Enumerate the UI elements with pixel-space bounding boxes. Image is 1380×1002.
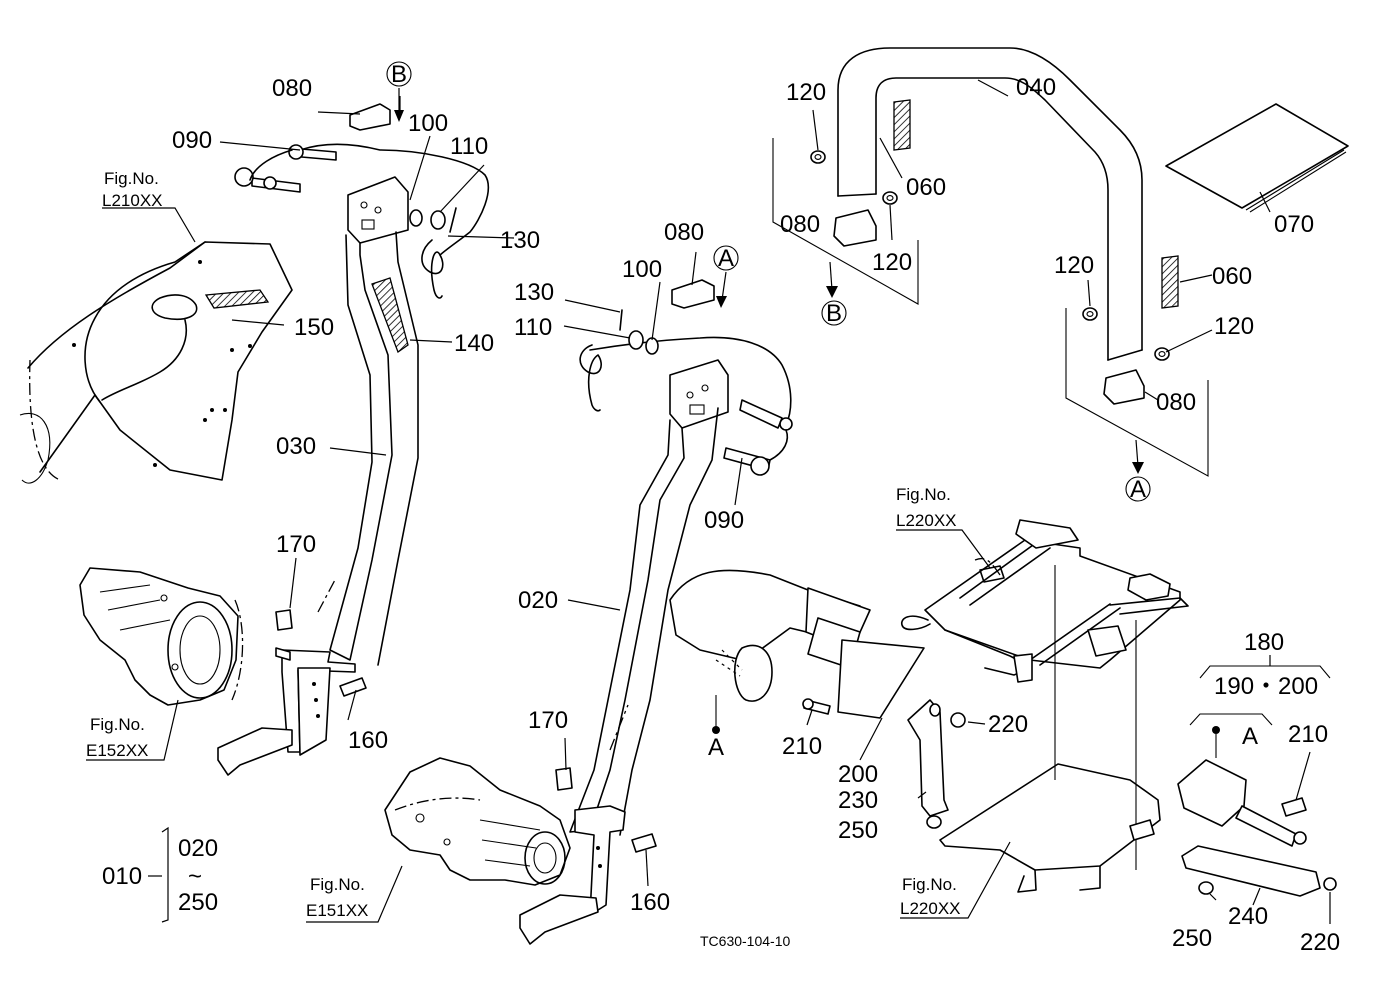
callout-080-left: 080 — [272, 75, 312, 102]
fig-ref-e151: E151XX — [306, 901, 368, 920]
callout-060-b: 060 — [1212, 263, 1252, 290]
fig-label-l220-bottom: Fig.No. — [902, 875, 957, 894]
callout-090-left: 090 — [172, 127, 212, 154]
figure-references: Fig.No. L210XX Fig.No. L220XX Fig.No. E1… — [86, 169, 961, 920]
range-separator: ~ — [188, 863, 202, 890]
callout-170-left: 170 — [276, 531, 316, 558]
callout-140: 140 — [454, 330, 494, 357]
callout-120-c: 120 — [1054, 252, 1094, 279]
callout-160-center: 160 — [630, 889, 670, 916]
callout-190-200: 190・200 — [1214, 673, 1318, 700]
arrows — [394, 88, 1144, 474]
reference-markers: B A B A A A — [386, 61, 1258, 761]
callout-200: 200 — [838, 761, 878, 788]
fender-body — [19, 241, 293, 484]
callout-080-bar-b: 080 — [1156, 389, 1196, 416]
callout-100-center: 100 — [622, 256, 662, 283]
callout-020-range: 020 — [178, 835, 218, 862]
callout-080-center: 080 — [664, 219, 704, 246]
callout-070: 070 — [1274, 211, 1314, 238]
fig-label-l220-top: Fig.No. — [896, 485, 951, 504]
callout-210-buckle: 210 — [1288, 721, 1328, 748]
rops-post-center-020 — [519, 359, 729, 945]
bracket-230 — [907, 699, 966, 829]
callout-100-left: 100 — [408, 110, 448, 137]
part-callouts: 080 090 100 110 130 140 150 030 170 160 … — [102, 74, 1340, 956]
callout-110-center: 110 — [514, 314, 552, 341]
callout-120-d: 120 — [1214, 313, 1254, 340]
fig-label-l210: Fig.No. — [104, 169, 159, 188]
callout-250-b: 250 — [1172, 925, 1212, 952]
fig-ref-l210: L210XX — [102, 191, 163, 210]
marker-b-top: B — [391, 61, 407, 88]
callout-250-a: 250 — [838, 817, 878, 844]
callout-180: 180 — [1244, 629, 1284, 656]
marker-a-bar: A — [1130, 476, 1146, 503]
callout-150: 150 — [294, 314, 334, 341]
callout-030: 030 — [276, 433, 316, 460]
callout-230: 230 — [838, 787, 878, 814]
fig-ref-l220-top: L220XX — [896, 511, 957, 530]
pin-hardware-left — [234, 103, 490, 697]
rops-top-bar-040 — [772, 47, 1209, 477]
transmission-left — [79, 567, 244, 706]
callout-170-center: 170 — [528, 707, 568, 734]
callout-130-center: 130 — [514, 279, 554, 306]
leader-lines — [86, 79, 1331, 924]
callout-220-a: 220 — [988, 711, 1028, 738]
seat-belt-200 — [669, 569, 925, 734]
callout-240: 240 — [1228, 903, 1268, 930]
marker-a-center: A — [718, 245, 734, 272]
manual-sheet-070 — [1165, 103, 1349, 213]
callout-220-b: 220 — [1300, 929, 1340, 956]
callout-210-belt: 210 — [782, 733, 822, 760]
callout-250-range: 250 — [178, 889, 218, 916]
callout-120-a: 120 — [786, 79, 826, 106]
callout-110-left: 110 — [450, 133, 488, 160]
callout-090-center: 090 — [704, 507, 744, 534]
callout-020: 020 — [518, 587, 558, 614]
marker-a-belt: A — [708, 734, 724, 761]
fig-ref-e152: E152XX — [86, 741, 148, 760]
callout-010: 010 — [102, 863, 142, 890]
callout-130-left: 130 — [500, 227, 540, 254]
callout-060-a: 060 — [906, 174, 946, 201]
transmission-center — [384, 757, 571, 886]
callout-160-left: 160 — [348, 727, 388, 754]
callout-040: 040 — [1016, 74, 1056, 101]
seat-frame — [901, 519, 1189, 893]
fig-label-e151: Fig.No. — [310, 875, 365, 894]
rops-post-left-030 — [217, 176, 419, 776]
fig-label-e152: Fig.No. — [90, 715, 145, 734]
marker-a-buckle: A — [1242, 723, 1258, 750]
fig-ref-l220-bottom: L220XX — [900, 899, 961, 918]
buckle-assembly-180 — [1177, 665, 1337, 897]
callout-120-b: 120 — [872, 249, 912, 276]
marker-b-bar: B — [826, 300, 842, 327]
callout-080-bar-a: 080 — [780, 211, 820, 238]
drawing-number: TC630-104-10 — [700, 933, 790, 949]
